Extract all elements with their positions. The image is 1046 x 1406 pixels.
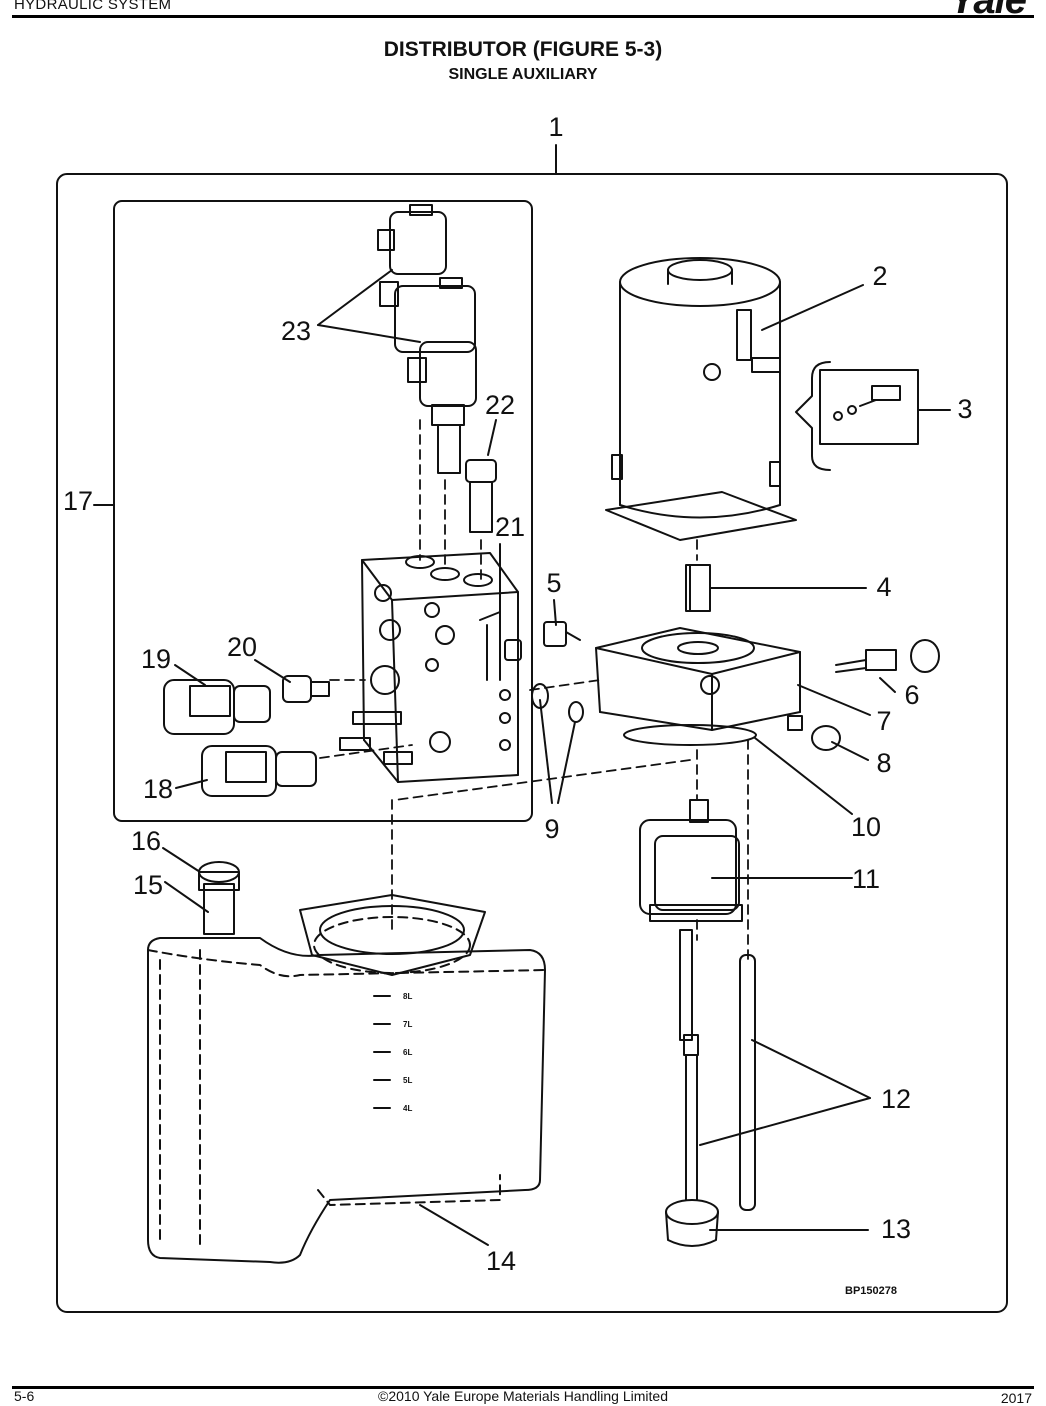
- level-5l: 5L: [403, 1076, 412, 1085]
- callout-2: 2: [872, 261, 887, 291]
- callout-12: 12: [881, 1084, 911, 1114]
- figure-title: DISTRIBUTOR (FIGURE 5-3): [383, 38, 663, 61]
- header-rule: [12, 15, 1034, 18]
- callout-22: 22: [485, 390, 515, 420]
- level-4l: 4L: [403, 1104, 412, 1113]
- callout-4: 4: [876, 572, 891, 602]
- callout-23: 23: [281, 316, 311, 346]
- footer-rule: [12, 1386, 1034, 1389]
- aux-solenoids: [163, 675, 413, 797]
- callout-10: 10: [851, 812, 881, 842]
- callout-18: 18: [143, 774, 173, 804]
- callout-21: 21: [495, 512, 525, 542]
- level-7l: 7L: [403, 1020, 412, 1029]
- callout-6: 6: [904, 680, 919, 710]
- callout-8: 8: [876, 748, 891, 778]
- figure-subtitle: SINGLE AUXILIARY: [448, 66, 598, 83]
- callout-19: 19: [141, 644, 171, 674]
- callout-1: 1: [548, 112, 563, 142]
- valve-assembly-box: [113, 200, 533, 822]
- section-header: HYDRAULIC SYSTEM: [14, 0, 172, 13]
- callout-3: 3: [957, 394, 972, 424]
- filler-cap: [198, 861, 240, 935]
- oil-tank: [147, 894, 546, 1264]
- manifold-block: [595, 627, 801, 746]
- callout-5: 5: [546, 568, 561, 598]
- diagram-frame: [56, 173, 1008, 1313]
- callout-14: 14: [486, 1246, 516, 1276]
- figure-code: BP150278: [845, 1285, 897, 1297]
- electric-motor: [605, 257, 797, 541]
- suction-pipes: [665, 929, 756, 1247]
- brush-detail: [795, 361, 919, 471]
- callout-20: 20: [227, 632, 257, 662]
- callout-9: 9: [544, 814, 559, 844]
- brand-logo: Yale: [949, 0, 1027, 22]
- valve-block: [361, 552, 522, 783]
- callout-leaders: [93, 144, 951, 1246]
- fittings: [531, 621, 940, 751]
- callout-11: 11: [852, 864, 880, 894]
- footer-code: 2017: [1000, 1390, 1032, 1406]
- callout-13: 13: [881, 1214, 911, 1244]
- callout-17: 17: [63, 486, 93, 516]
- shaft-coupling: [685, 564, 711, 612]
- callout-15: 15: [133, 870, 163, 900]
- hydraulic-pump: [639, 799, 743, 922]
- solenoid-valves: [377, 204, 497, 533]
- level-6l: 6L: [403, 1048, 412, 1057]
- copyright: ©2010 Yale Europe Materials Handling Lim…: [378, 1388, 668, 1404]
- callout-7: 7: [876, 706, 891, 736]
- level-8l: 8L: [403, 992, 412, 1001]
- callout-16: 16: [131, 826, 161, 856]
